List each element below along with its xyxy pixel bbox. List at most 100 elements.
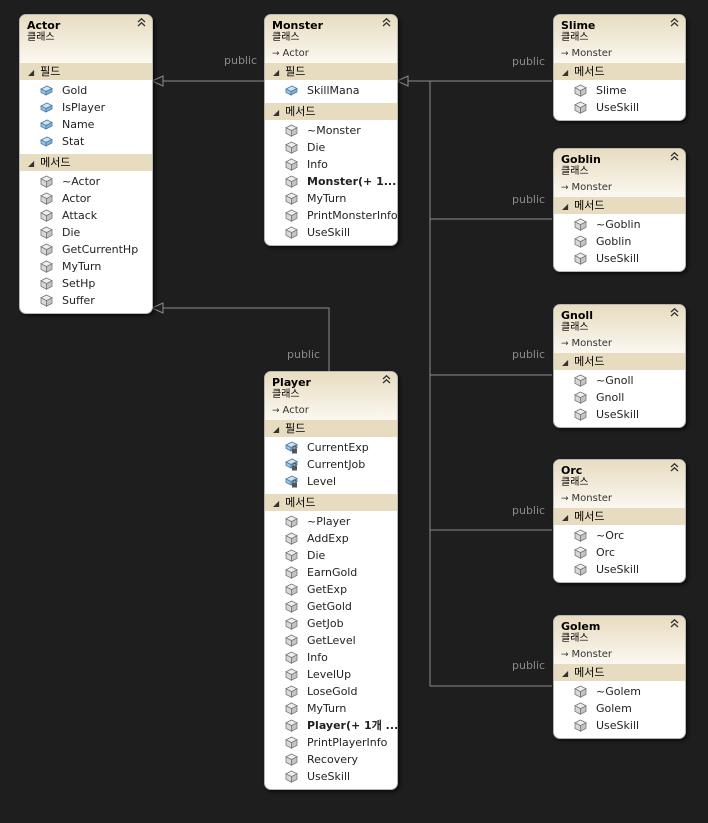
methods-section-header[interactable]: ◢메서드 — [554, 664, 685, 681]
actor-field[interactable]: IsPlayer — [20, 99, 152, 116]
collapse-chevron-icon[interactable] — [670, 462, 679, 476]
player-method[interactable]: MyTurn — [265, 700, 397, 717]
player-method[interactable]: Die — [265, 547, 397, 564]
golem-method[interactable]: UseSkill — [554, 717, 685, 734]
monster-method[interactable]: UseSkill — [265, 224, 397, 241]
player-field[interactable]: CurrentExp — [265, 439, 397, 456]
collapse-triangle-icon[interactable]: ◢ — [28, 159, 35, 168]
player-method[interactable]: ~Player — [265, 513, 397, 530]
player-method[interactable]: Info — [265, 649, 397, 666]
methods-section-header[interactable]: ◢메서드 — [554, 353, 685, 370]
actor-method[interactable]: GetCurrentHp — [20, 241, 152, 258]
collapse-chevron-icon[interactable] — [670, 17, 679, 31]
collapse-triangle-icon[interactable]: ◢ — [273, 425, 280, 434]
collapse-triangle-icon[interactable]: ◢ — [273, 108, 280, 117]
collapse-triangle-icon[interactable]: ◢ — [562, 358, 569, 367]
player-method[interactable]: LoseGold — [265, 683, 397, 700]
actor-field[interactable]: Stat — [20, 133, 152, 150]
collapse-triangle-icon[interactable]: ◢ — [273, 499, 280, 508]
gnoll-method[interactable]: Gnoll — [554, 389, 685, 406]
player-method[interactable]: GetExp — [265, 581, 397, 598]
player-method[interactable]: AddExp — [265, 530, 397, 547]
collapse-chevron-icon[interactable] — [670, 618, 679, 632]
gnoll-method[interactable]: UseSkill — [554, 406, 685, 423]
methods-section-header[interactable]: ◢메서드 — [265, 103, 397, 120]
actor-method[interactable]: Die — [20, 224, 152, 241]
collapse-chevron-icon[interactable] — [137, 17, 146, 31]
player-method[interactable]: UseSkill — [265, 768, 397, 785]
collapse-chevron-icon[interactable] — [382, 374, 391, 388]
player-method[interactable]: Player(+ 1개 ... — [265, 717, 397, 734]
collapse-triangle-icon[interactable]: ◢ — [28, 68, 35, 77]
collapse-chevron-icon[interactable] — [670, 307, 679, 321]
actor-field[interactable]: Gold — [20, 82, 152, 99]
monster-method[interactable]: Info — [265, 156, 397, 173]
player-method[interactable]: PrintPlayerInfo — [265, 734, 397, 751]
goblin-method[interactable]: UseSkill — [554, 250, 685, 267]
actor-method[interactable]: SetHp — [20, 275, 152, 292]
methods-section-header[interactable]: ◢메서드 — [20, 154, 152, 171]
fields-section-header[interactable]: ◢필드 — [265, 63, 397, 80]
actor-method[interactable]: MyTurn — [20, 258, 152, 275]
actor-method[interactable]: ~Actor — [20, 173, 152, 190]
slime-method[interactable]: UseSkill — [554, 99, 685, 116]
collapse-triangle-icon[interactable]: ◢ — [562, 669, 569, 678]
player-field[interactable]: Level — [265, 473, 397, 490]
slime-method[interactable]: Slime — [554, 82, 685, 99]
fields-section-header[interactable]: ◢필드 — [265, 420, 397, 437]
actor-method[interactable]: Attack — [20, 207, 152, 224]
player-method[interactable]: GetLevel — [265, 632, 397, 649]
collapse-triangle-icon[interactable]: ◢ — [273, 68, 280, 77]
actor-method[interactable]: Actor — [20, 190, 152, 207]
collapse-triangle-icon[interactable]: ◢ — [562, 513, 569, 522]
methods-section-header[interactable]: ◢메서드 — [554, 197, 685, 214]
monster-field[interactable]: SkillMana — [265, 82, 397, 99]
player-method[interactable]: LevelUp — [265, 666, 397, 683]
player-method[interactable]: EarnGold — [265, 564, 397, 581]
actor-method[interactable]: Suffer — [20, 292, 152, 309]
methods-section-header[interactable]: ◢메서드 — [265, 494, 397, 511]
monster-method[interactable]: Die — [265, 139, 397, 156]
collapse-chevron-icon[interactable] — [670, 151, 679, 165]
monster-method[interactable]: ~Monster — [265, 122, 397, 139]
collapse-triangle-icon[interactable]: ◢ — [562, 202, 569, 211]
collapse-triangle-icon[interactable]: ◢ — [562, 68, 569, 77]
player-method[interactable]: GetGold — [265, 598, 397, 615]
orc-method[interactable]: ~Orc — [554, 527, 685, 544]
golem-method[interactable]: Golem — [554, 700, 685, 717]
player-method[interactable]: Recovery — [265, 751, 397, 768]
goblin-method[interactable]: Goblin — [554, 233, 685, 250]
monster-method[interactable]: PrintMonsterInfo — [265, 207, 397, 224]
golem-method[interactable]: ~Golem — [554, 683, 685, 700]
collapse-chevron-icon[interactable] — [382, 17, 391, 31]
monster-method[interactable]: MyTurn — [265, 190, 397, 207]
gnoll-method[interactable]: ~Gnoll — [554, 372, 685, 389]
monster-method[interactable]: Monster(+ 1... — [265, 173, 397, 190]
orc-method[interactable]: UseSkill — [554, 561, 685, 578]
player-method[interactable]: GetJob — [265, 615, 397, 632]
methods-section-header[interactable]: ◢메서드 — [554, 508, 685, 525]
orc-method[interactable]: Orc — [554, 544, 685, 561]
inherits-arrow-icon: → — [561, 49, 569, 59]
methods-section-header[interactable]: ◢메서드 — [554, 63, 685, 80]
player-field[interactable]: CurrentJob — [265, 456, 397, 473]
actor-field[interactable]: Name — [20, 116, 152, 133]
goblin-method[interactable]: ~Goblin — [554, 216, 685, 233]
fields-section-header[interactable]: ◢필드 — [20, 63, 152, 80]
